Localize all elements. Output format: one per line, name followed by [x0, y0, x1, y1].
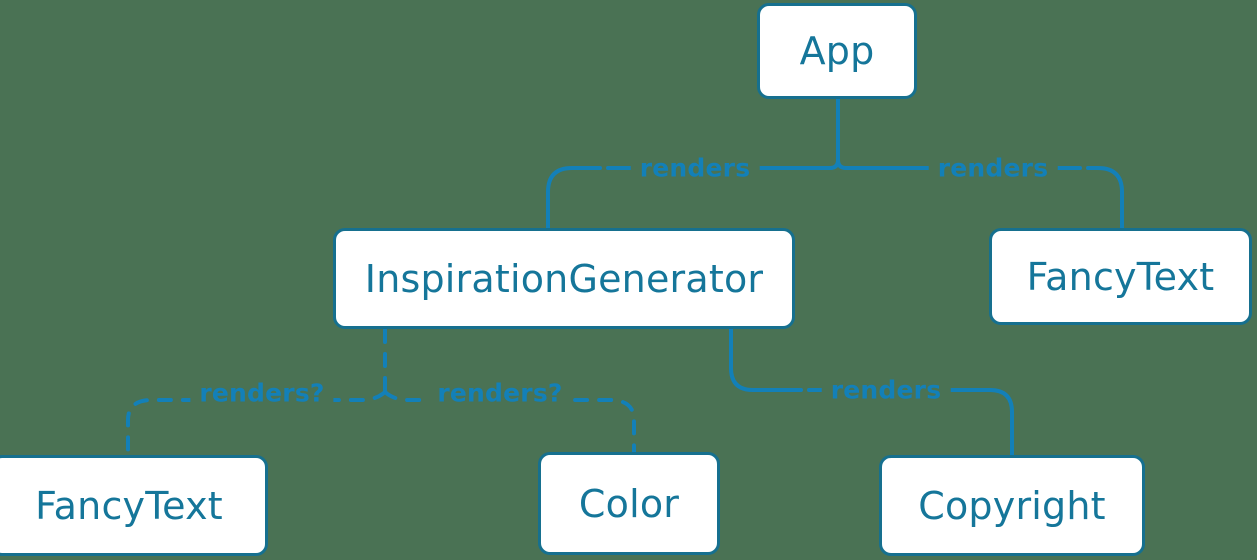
edge-label-app-to-inspiration-generator: renders: [630, 155, 760, 181]
node-color-label: Color: [578, 481, 680, 526]
node-color[interactable]: Color: [538, 452, 720, 555]
edge-label-inspiration-generator-to-fancytext-bottom: renders?: [190, 380, 334, 406]
node-copyright-label: Copyright: [918, 483, 1106, 528]
node-app-label: App: [799, 29, 875, 73]
node-app[interactable]: App: [757, 3, 917, 99]
node-inspiration-generator-label: InspirationGenerator: [364, 256, 764, 301]
edge-label-app-to-fancytext-top: renders: [928, 155, 1058, 181]
edge-app-stem-right: [836, 97, 848, 170]
node-fancytext-bottom-label: FancyText: [35, 483, 223, 528]
edge-inspiration-generator-to-fancytext-bottom: [126, 390, 387, 457]
node-fancytext-top-label: FancyText: [1026, 254, 1215, 299]
edge-inspiration-generator-to-color: [383, 390, 636, 454]
edge-label-inspiration-generator-to-copyright: renders: [821, 377, 951, 403]
node-fancytext-top[interactable]: FancyText: [989, 228, 1252, 325]
edge-label-inspiration-generator-to-color: renders?: [428, 380, 572, 406]
node-fancytext-bottom[interactable]: FancyText: [0, 455, 268, 556]
node-copyright[interactable]: Copyright: [879, 455, 1145, 556]
edge-inspiration-generator-to-copyright: [729, 327, 1014, 457]
node-inspiration-generator[interactable]: InspirationGenerator: [333, 228, 795, 329]
